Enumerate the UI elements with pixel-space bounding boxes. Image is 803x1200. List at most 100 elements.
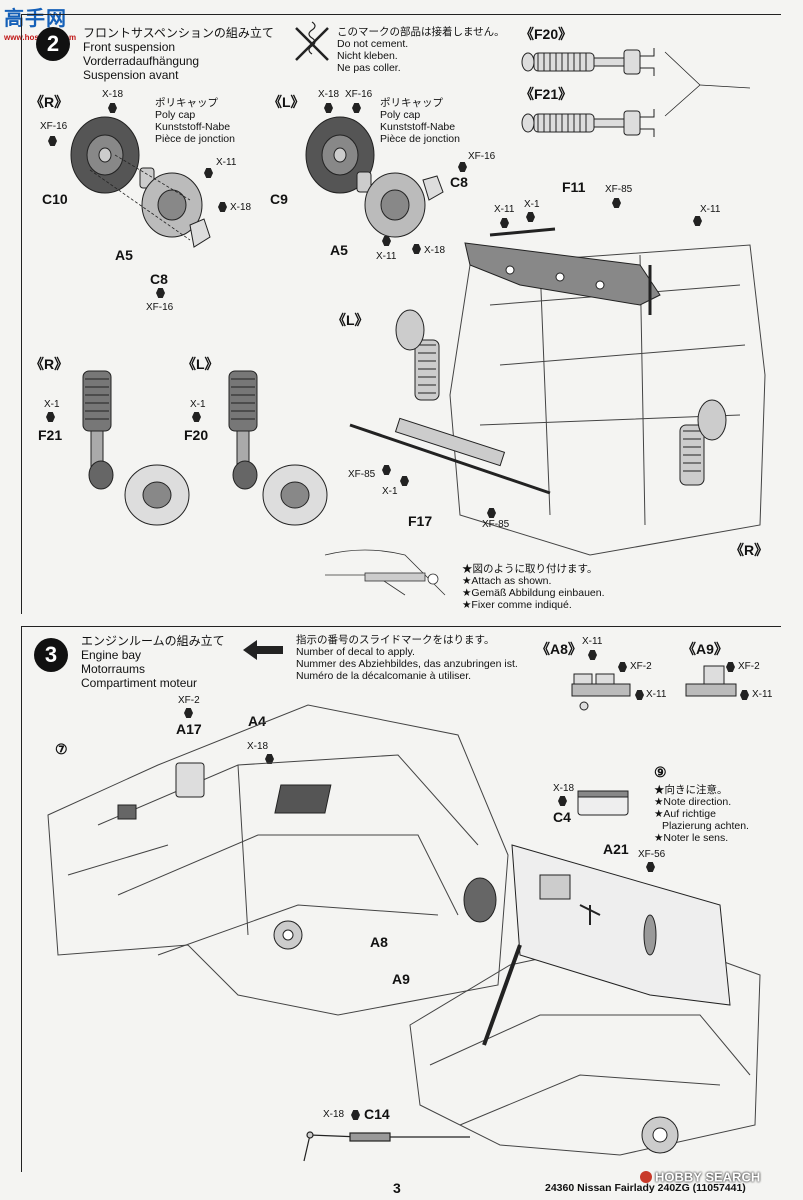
- paint-drop-icon: [400, 476, 409, 486]
- paint-drop-icon: [184, 708, 193, 718]
- label-xf85-a: XF-85: [605, 184, 633, 195]
- step2-cement-note: このマークの部品は接着しません。 Do not cement. Nicht kl…: [337, 26, 505, 74]
- master-cylinder-a9-drawing: [685, 665, 737, 697]
- label-a8-header: 《A8》: [536, 641, 582, 657]
- decal-7-marker: ⑦: [55, 741, 68, 757]
- paint-drop-icon: [352, 103, 361, 113]
- label-r-strut-lower: 《R》: [30, 356, 69, 372]
- paint-drop-icon: [693, 216, 702, 226]
- hobby-search-text: HOBBY SEARCH: [655, 1169, 761, 1185]
- label-c4: C4: [553, 809, 571, 825]
- label-x18-l2: X-18: [424, 245, 446, 256]
- label-a9-header: 《A9》: [682, 641, 728, 657]
- attach-inset-drawing: [324, 549, 446, 596]
- hub-l-drawing: [305, 116, 444, 238]
- label-r-hub: 《R》: [30, 94, 69, 110]
- step3-title-fr: Compartiment moteur: [81, 676, 198, 690]
- decal-note: 指示の番号のスライドマークをはります。 Number of decal to a…: [296, 634, 518, 682]
- strut-r-drawing: [82, 370, 190, 526]
- paint-drop-icon: [108, 103, 117, 113]
- label-xf16-l: XF-16: [345, 89, 373, 100]
- paint-drop-icon: [156, 288, 165, 298]
- label-x18-r: X-18: [102, 89, 124, 100]
- paint-drop-icon: [726, 662, 735, 672]
- label-xf85-c: XF-85: [482, 519, 510, 530]
- paint-drop-icon: [324, 103, 333, 113]
- label-x11-b: X-11: [646, 689, 667, 700]
- label-f20-header: 《F20》: [520, 26, 573, 42]
- direction-note: ★向きに注意。 ★Note direction. ★Auf richtige P…: [654, 784, 749, 844]
- paint-drop-icon: [618, 662, 627, 672]
- step3-title-en: Engine bay: [81, 648, 142, 662]
- label-xf56: XF-56: [638, 849, 666, 860]
- step2-title-jp: フロントサスペンションの組み立て: [83, 26, 274, 40]
- label-c14: C14: [364, 1106, 390, 1122]
- label-x1-b: X-1: [44, 399, 60, 410]
- shock-callout-lines: [664, 51, 751, 117]
- paint-drop-icon: [204, 168, 213, 178]
- label-f21: F21: [38, 427, 63, 443]
- label-x1-a: X-1: [524, 199, 540, 210]
- label-a5-r: A5: [115, 247, 133, 263]
- paint-drop-icon: [487, 508, 496, 518]
- label-x1-d: X-1: [382, 486, 398, 497]
- step3-number: 3: [34, 638, 68, 672]
- shock-f20-drawing: [521, 48, 655, 76]
- label-f21-header: 《F21》: [520, 86, 573, 102]
- label-l-strut: 《L》: [332, 312, 369, 328]
- paint-drop-icon: [740, 690, 749, 700]
- label-xf16-r2: XF-16: [146, 302, 174, 313]
- hobby-search-logo: HOBBY SEARCH: [640, 1168, 795, 1184]
- label-a4: A4: [248, 713, 266, 729]
- label-c10: C10: [42, 191, 68, 207]
- label-x18-r2: X-18: [230, 202, 252, 213]
- label-a9: A9: [392, 971, 410, 987]
- label-x11-a: X-11: [582, 636, 603, 647]
- paint-drop-icon: [46, 412, 55, 422]
- label-xf2-c: XF-2: [178, 695, 200, 706]
- polycap-note-r: ポリキャップ Poly cap Kunststoff-Nabe Pièce de…: [155, 97, 235, 145]
- label-x11-c: X-11: [494, 204, 515, 215]
- label-x11-l: X-11: [376, 251, 397, 262]
- step2-title: フロントサスペンションの組み立て Front suspension Vorder…: [83, 26, 274, 82]
- hub-r-drawing: [70, 116, 211, 248]
- label-a17: A17: [176, 721, 202, 737]
- paint-drop-icon: [351, 1110, 360, 1120]
- label-f11: F11: [562, 179, 586, 195]
- strut-l-drawing: [228, 370, 328, 526]
- label-xf2-a: XF-2: [630, 661, 652, 672]
- label-l-hub: 《L》: [268, 94, 305, 110]
- no-cement-icon: [295, 21, 329, 61]
- decal-arrow-icon: [243, 640, 283, 660]
- label-x18-c3: X-18: [323, 1109, 345, 1120]
- decal-9-marker: ⑨: [654, 764, 667, 780]
- product-code: 24360 Nissan Fairlady 240ZG (11057441): [545, 1182, 746, 1194]
- label-x11-r: X-11: [216, 157, 237, 168]
- page-number: 3: [393, 1180, 401, 1196]
- step2-title-de: Vorderradaufhängung: [83, 54, 200, 68]
- paint-drop-icon: [635, 690, 644, 700]
- label-x18-b3: X-18: [553, 783, 575, 794]
- paint-drop-icon: [500, 218, 509, 228]
- step2-title-fr: Suspension avant: [83, 68, 179, 82]
- label-c8-l: C8: [450, 174, 468, 190]
- step3-panel: [21, 626, 781, 1172]
- attach-note: ★図のように取り付けます。 ★Attach as shown. ★Gemäß A…: [462, 563, 605, 611]
- step2-number: 2: [36, 27, 70, 61]
- label-f17: F17: [408, 513, 433, 529]
- paint-drop-icon: [558, 796, 567, 806]
- label-x18-a3: X-18: [247, 741, 269, 752]
- label-x18-l: X-18: [318, 89, 340, 100]
- label-c9: C9: [270, 191, 288, 207]
- label-xf16-r: XF-16: [40, 121, 68, 132]
- label-a21: A21: [603, 841, 629, 857]
- step3-title-jp: エンジンルームの組み立て: [81, 634, 225, 648]
- label-a8: A8: [370, 934, 388, 950]
- paint-drop-icon: [526, 212, 535, 222]
- paint-drop-icon: [588, 650, 597, 660]
- master-cylinder-a8-drawing: [571, 673, 631, 711]
- paint-drop-icon: [412, 244, 421, 254]
- label-r-strut: 《R》: [730, 542, 769, 558]
- label-f20: F20: [184, 427, 209, 443]
- shock-f21-drawing: [521, 109, 655, 137]
